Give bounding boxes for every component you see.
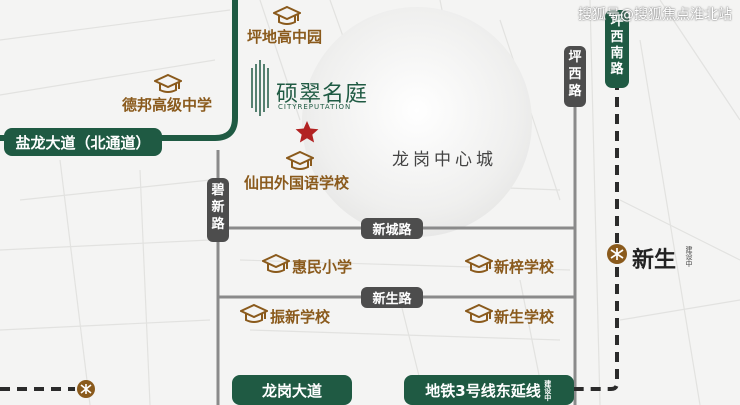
- bixin-char-3: 路: [211, 217, 225, 232]
- project-star-icon: [295, 121, 319, 143]
- district-circle: [302, 7, 532, 237]
- project-name: 硕翠名庭: [276, 82, 369, 107]
- school-label-xiantian: 仙田外国语学校: [244, 174, 350, 192]
- metro-icon: [77, 380, 95, 398]
- metro-icon: [607, 244, 627, 264]
- watermark: 搜狐号@搜狐焦点淮北站: [578, 7, 732, 23]
- graduation-cap-icon: [240, 303, 268, 323]
- bixin-char-1: 碧: [211, 183, 225, 198]
- road-label-yanlong: 盐龙大道（北通道）: [4, 128, 162, 156]
- pingxinan-char-2: 西: [610, 30, 624, 45]
- graduation-cap-icon: [273, 5, 301, 25]
- pingxinan-char-4: 路: [610, 62, 624, 77]
- school-label-zhenxin: 振新学校: [270, 308, 331, 326]
- pingxinan-char-3: 南: [610, 46, 624, 61]
- green-highway: [0, 0, 238, 141]
- school-label-xinzi: 新梓学校: [494, 258, 555, 276]
- road-label-xinsheng: 新生路: [361, 287, 423, 308]
- pingxi-char-2: 西: [568, 67, 582, 82]
- project-subtitle: CITYREPUTATION: [278, 103, 352, 111]
- bixin-char-2: 新: [211, 200, 225, 215]
- road-label-pingxi: 坪 西 路: [564, 46, 586, 107]
- school-label-debang: 德邦高级中学: [122, 96, 213, 114]
- graduation-cap-icon: [465, 253, 493, 273]
- district-label: 龙岗中心城: [392, 150, 497, 170]
- pingxinan-char-1: 坪: [610, 14, 624, 29]
- graduation-cap-icon: [154, 73, 182, 93]
- road-label-xincheng: 新城路: [361, 218, 423, 239]
- pingxi-char-3: 路: [568, 84, 582, 99]
- school-label-pingdi: 坪地高中园: [247, 28, 323, 46]
- road-label-pingxinan: 坪 西 南 路: [605, 10, 629, 88]
- graduation-cap-icon: [262, 253, 290, 273]
- graduation-cap-icon: [465, 303, 493, 323]
- station-tag: 建设中: [685, 246, 693, 267]
- school-label-huimin: 惠民小学: [292, 258, 353, 276]
- road-label-metro3: 地铁3号线东延线 建设中: [404, 375, 574, 405]
- metro-dashed-lines: [0, 80, 619, 391]
- metro3-name: 地铁3号线东延线: [425, 381, 541, 400]
- road-label-bixin: 碧 新 路: [207, 178, 229, 242]
- school-label-xinsheng: 新生学校: [494, 308, 555, 326]
- project-logo-icon: [251, 60, 269, 116]
- metro3-tag: 建设中: [543, 379, 552, 401]
- station-name: 新生: [632, 248, 677, 273]
- road-label-longgang: 龙岗大道: [232, 375, 352, 405]
- graduation-cap-icon: [286, 150, 314, 170]
- pingxi-char-1: 坪: [568, 50, 582, 65]
